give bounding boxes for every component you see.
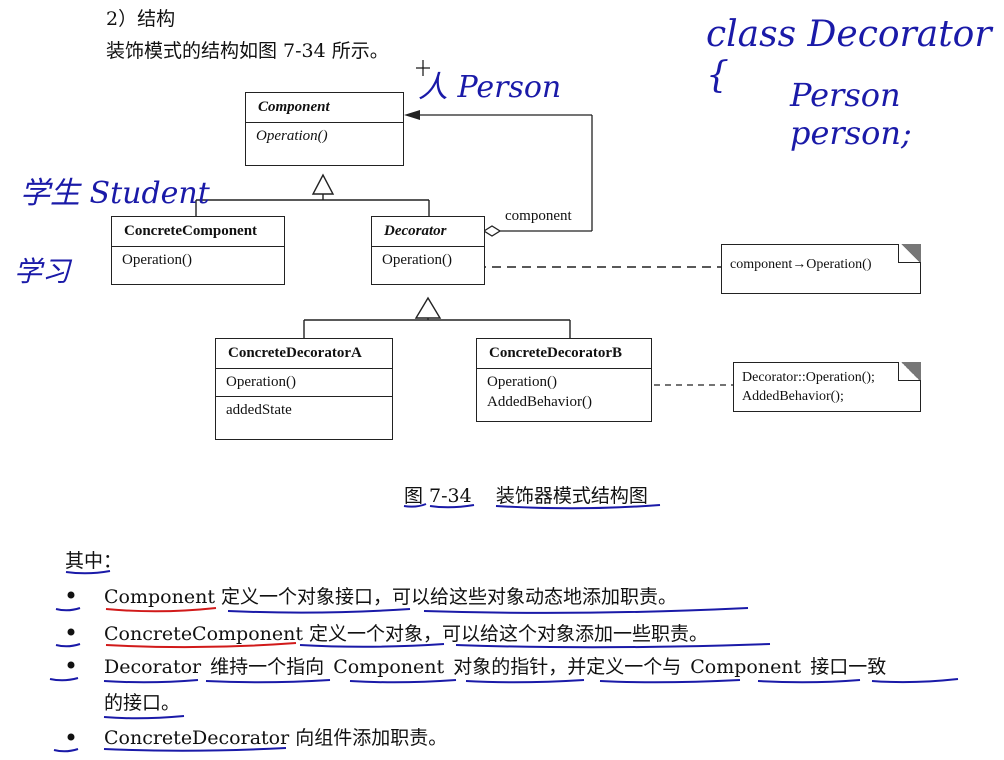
list-item: ConcreteComponent 定义一个对象，可以给这个对象添加一些职责。 [64,619,708,646]
list-lead: 其中： [65,550,123,572]
note2-line1: Decorator::Operation(); [742,370,875,385]
note-decorator-operation: component→Operation() [721,244,921,294]
class-name-decorator-b: ConcreteDecoratorB [477,339,651,369]
uml-class-concrete-component: ConcreteComponent Operation() [111,216,285,285]
uml-class-component: Component Operation() [245,92,404,166]
list-item-term: ConcreteComponent [104,623,304,645]
decorator-a-state: addedState [226,402,292,418]
list-item: Decorator 维持一个指向 Component 对象的指针，并定义一个与 … [64,652,886,679]
class-name-decorator: Decorator [372,217,484,247]
component-operation: Operation() [256,128,328,144]
class-name-component: Component [246,93,403,123]
list-item-cont: 的接口。 [104,692,181,714]
note2-line2: AddedBehavior(); [742,389,844,404]
list-item-desc: 维持一个指向 Component 对象的指针，并定义一个与 Component … [201,656,887,678]
list-item: ConcreteDecorator 向组件添加职责。 [64,723,447,750]
handwriting-class-line1: class Decorator { [706,14,992,96]
uml-class-decorator-a: ConcreteDecoratorA Operation() addedStat… [215,338,393,440]
class-name-decorator-a: ConcreteDecoratorA [216,339,392,369]
concrete-component-operation: Operation() [122,252,192,268]
handwriting-study: 学习 [14,255,71,288]
list-item: Component 定义一个对象接口，可以给这些对象动态地添加职责。 [64,582,677,609]
decorator-b-operation: Operation() [487,374,557,390]
uml-class-decorator-b: ConcreteDecoratorB Operation() AddedBeha… [476,338,652,422]
list-item-term: ConcreteDecorator [104,727,290,749]
handwriting-student: 学生 Student [20,176,210,211]
association-label: component [505,208,572,224]
figure-caption: 图 7-34 装饰器模式结构图 [404,485,648,507]
list-item-continuation: 的接口。 [64,688,180,715]
list-item-desc: 向组件添加职责。 [289,727,448,749]
note-fold-icon [898,362,921,381]
list-item-term: Decorator [104,656,202,678]
section-heading: 2）结构 [106,8,176,30]
note1-text: component→Operation() [730,257,872,272]
class-name-concrete-component: ConcreteComponent [112,217,284,247]
section-intro: 装饰模式的结构如图 7-34 所示。 [106,40,389,62]
list-item-term: Component [104,586,215,608]
note-fold-icon [898,244,921,263]
list-item-desc: 定义一个对象接口，可以给这些对象动态地添加职责。 [214,586,677,608]
decorator-b-behavior: AddedBehavior() [487,394,592,410]
handwriting-class-line2: Person person; [790,76,912,152]
note-decorator-b: Decorator::Operation(); AddedBehavior(); [733,362,921,412]
handwriting-person: 人 Person [418,70,562,105]
decorator-a-operation: Operation() [226,374,296,390]
list-item-desc: 定义一个对象，可以给这个对象添加一些职责。 [303,623,709,645]
uml-class-decorator: Decorator Operation() [371,216,485,285]
decorator-operation: Operation() [382,252,452,268]
